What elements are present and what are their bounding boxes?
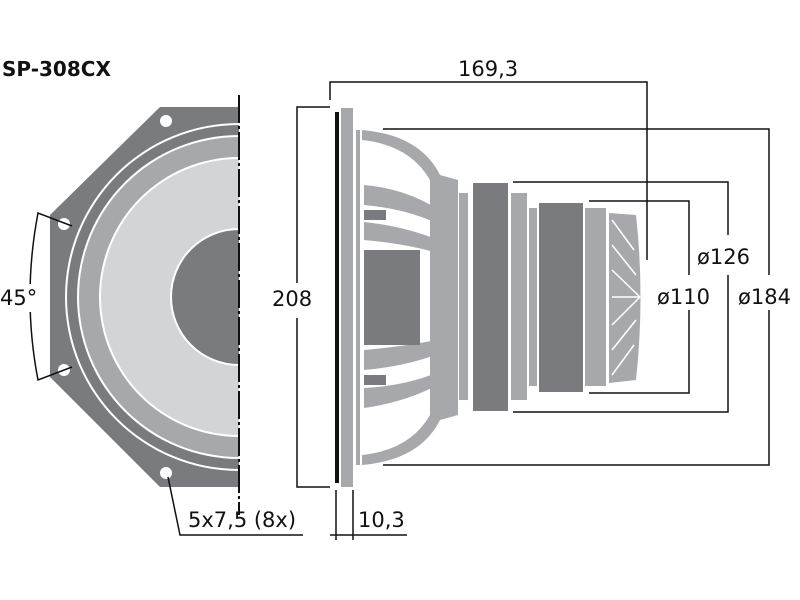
mounting-hole: [160, 467, 172, 479]
magnet-2: [539, 203, 583, 392]
height-dimension: [296, 106, 330, 488]
angle-label: 45°: [0, 286, 37, 310]
front-view: [50, 95, 240, 515]
flange-label: 10,3: [358, 508, 405, 532]
model-title: SP-308CX: [2, 57, 111, 81]
dia-126-dimension: [513, 181, 729, 413]
dia-184-dimension: [383, 128, 770, 466]
holes-label: 5x7,5 (8x): [188, 508, 296, 532]
dia-184-label: ø184: [738, 285, 791, 309]
mounting-hole: [160, 115, 172, 127]
flange: [341, 108, 353, 487]
dia-110-label: ø110: [657, 285, 710, 309]
depth-label: 169,3: [458, 57, 518, 81]
heatsink: [609, 213, 641, 383]
flange-dimension: [330, 490, 407, 540]
dia-126-label: ø126: [697, 245, 750, 269]
magnet: [473, 183, 508, 411]
height-label: 208: [272, 287, 312, 311]
dia-110-dimension: [589, 200, 690, 394]
cone-section: [364, 250, 420, 345]
depth-dimension: [329, 81, 648, 260]
holes-leader: [167, 476, 303, 536]
dust-cap: [172, 230, 239, 364]
side-view: [335, 108, 641, 487]
